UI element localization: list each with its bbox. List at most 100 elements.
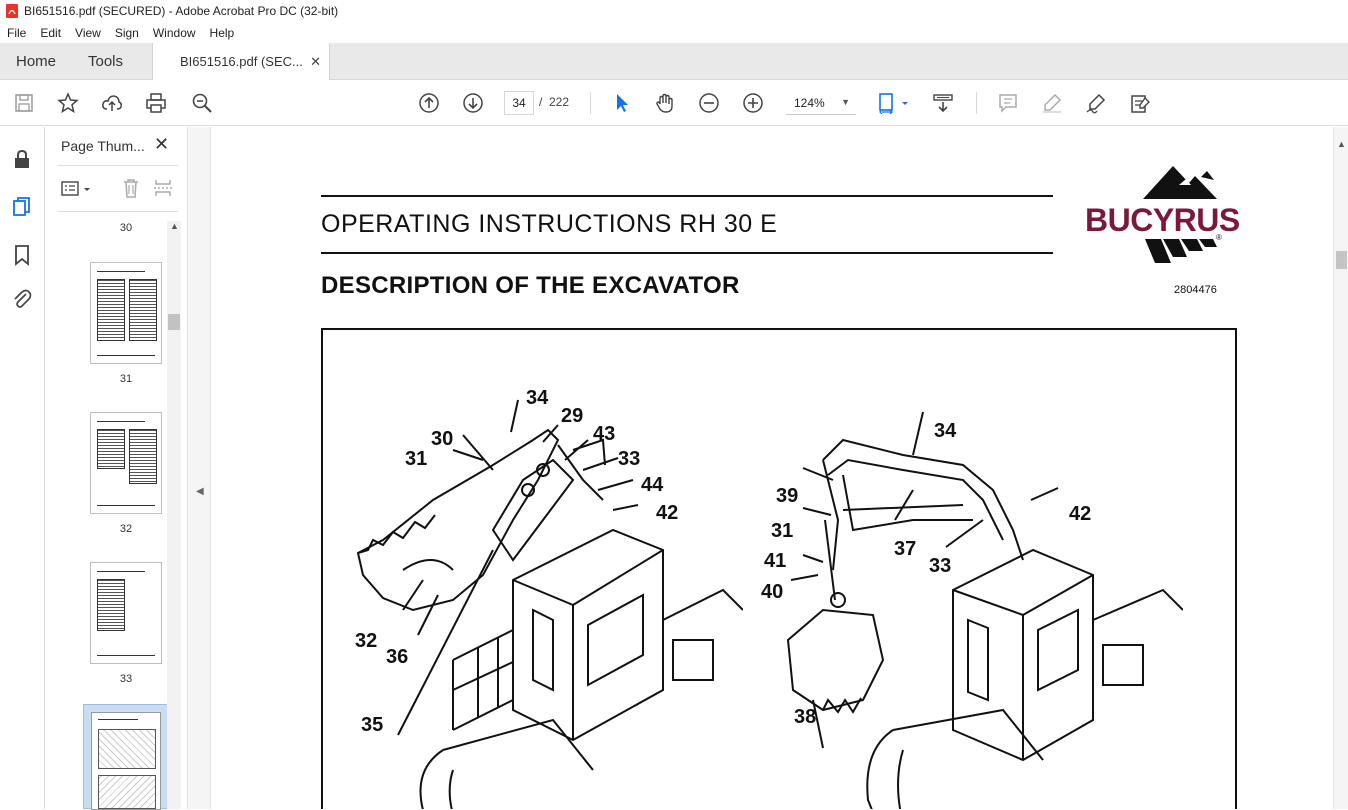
- callout-label: 34: [934, 420, 957, 442]
- page-total: 222: [549, 95, 570, 109]
- title-bar: BI651516.pdf (SECURED) - Adobe Acrobat P…: [0, 0, 1348, 22]
- pdf-file-icon: [6, 4, 18, 18]
- document-code: 2804476: [1174, 284, 1217, 296]
- scrollbar-thumb[interactable]: [1336, 251, 1347, 269]
- print-icon[interactable]: [144, 91, 168, 115]
- tab-tools[interactable]: Tools: [88, 53, 124, 70]
- tab-document[interactable]: BI651516.pdf (SEC... ✕: [152, 43, 330, 80]
- scroll-up-icon[interactable]: ▲: [170, 221, 179, 231]
- bookmark-star-icon[interactable]: [56, 91, 80, 115]
- save-icon[interactable]: [12, 91, 36, 115]
- zoom-search-icon[interactable]: [190, 91, 214, 115]
- thumbnail-page-34-selected[interactable]: [83, 704, 169, 810]
- window-title: BI651516.pdf (SECURED) - Adobe Acrobat P…: [24, 4, 339, 18]
- scroll-up-icon[interactable]: ▲: [1337, 139, 1346, 149]
- next-page-icon[interactable]: [461, 91, 485, 115]
- thumbnail-page-33[interactable]: [90, 562, 162, 664]
- draw-sign-icon[interactable]: [1084, 91, 1108, 115]
- page-thumbnails-icon[interactable]: [10, 195, 34, 219]
- insert-pages-icon[interactable]: [152, 177, 174, 199]
- callout-label: 42: [1069, 503, 1092, 525]
- callout-label: 32: [355, 630, 378, 652]
- toolbar: 34 / 222 124% ▼: [0, 80, 1348, 126]
- thumbnails-scrollbar[interactable]: ▲: [167, 221, 181, 809]
- callout-label: 31: [771, 520, 794, 542]
- collapse-arrow-icon[interactable]: ◀: [196, 486, 204, 497]
- close-tab-icon[interactable]: ✕: [310, 54, 321, 69]
- tab-document-label: BI651516.pdf (SEC...: [180, 54, 303, 69]
- zoom-level-value: 124%: [794, 95, 825, 110]
- callout-label: 29: [561, 405, 584, 427]
- hand-tool-icon[interactable]: [653, 91, 677, 115]
- callout-label: 35: [361, 714, 384, 736]
- header-rule: [321, 195, 1053, 197]
- close-panel-icon[interactable]: ✕: [154, 134, 170, 154]
- delete-trash-icon[interactable]: [120, 177, 142, 199]
- fit-options-chevron-icon[interactable]: [898, 91, 912, 115]
- bucyrus-logo: BUCYRUS ®: [1083, 163, 1263, 275]
- callout-label: 44: [641, 474, 664, 496]
- scrollbar-thumb[interactable]: [168, 314, 180, 330]
- document-scrollbar[interactable]: ▲: [1333, 127, 1348, 809]
- callout-label: 38: [794, 706, 817, 728]
- callout-label: 36: [386, 646, 409, 668]
- callout-label: 43: [593, 423, 616, 445]
- select-cursor-icon[interactable]: [609, 91, 633, 115]
- zoom-out-icon[interactable]: [697, 91, 721, 115]
- scrolling-mode-icon[interactable]: [931, 91, 955, 115]
- previous-page-icon[interactable]: [417, 91, 441, 115]
- thumbnail-page-number: 32: [119, 523, 133, 535]
- zoom-level-select[interactable]: 124% ▼: [786, 91, 856, 115]
- panel-collapse-bar[interactable]: ◀: [187, 127, 211, 809]
- tab-row: Home Tools BI651516.pdf (SEC... ✕: [0, 43, 1348, 80]
- page-number-input[interactable]: 34: [504, 91, 534, 115]
- chevron-down-icon: ▼: [841, 97, 850, 107]
- callout-label: 40: [761, 581, 784, 603]
- thumbnail-page-31[interactable]: [90, 262, 162, 364]
- thumbnail-options-icon[interactable]: [60, 179, 96, 199]
- fit-page-icon[interactable]: [876, 91, 900, 115]
- toolbar-divider: [976, 92, 977, 114]
- callout-label: 31: [405, 448, 428, 470]
- menu-file[interactable]: File: [7, 25, 27, 40]
- menu-edit[interactable]: Edit: [40, 25, 62, 40]
- document-view[interactable]: OPERATING INSTRUCTIONS RH 30 E DESCRIPTI…: [211, 127, 1333, 809]
- zoom-in-icon[interactable]: [741, 91, 765, 115]
- header-rule: [321, 252, 1053, 254]
- thumbnail-page-number: 31: [119, 373, 133, 385]
- thumbnail-page-number: 30: [119, 222, 133, 234]
- callout-label: 34: [526, 387, 549, 409]
- highlight-pen-icon[interactable]: [1040, 91, 1064, 115]
- bookmarks-icon[interactable]: [10, 243, 34, 267]
- thumbnail-page-number: 33: [119, 673, 133, 685]
- document-title: OPERATING INSTRUCTIONS RH 30 E: [321, 210, 778, 238]
- excavator-figure: 34 29 30 43 31 33 44 42 32 36 35 34 39 4…: [321, 328, 1237, 809]
- tab-home[interactable]: Home: [16, 53, 57, 70]
- thumbnail-page-34-image: [91, 712, 161, 810]
- comment-icon[interactable]: [996, 91, 1020, 115]
- page-thumbnails-panel: Page Thum... ✕ 30 31 32 33: [46, 127, 187, 810]
- callout-label: 33: [929, 555, 952, 577]
- callout-label: 42: [656, 502, 679, 524]
- page-separator: /: [539, 95, 543, 109]
- attachments-paperclip-icon[interactable]: [10, 287, 34, 311]
- excavator-shovel-illustration: [356, 399, 743, 809]
- thumbnail-page-32[interactable]: [90, 412, 162, 514]
- navigation-rail: [0, 127, 45, 809]
- menu-window[interactable]: Window: [152, 25, 196, 40]
- edit-pdf-icon[interactable]: [1128, 91, 1152, 115]
- callout-label: 37: [894, 538, 917, 560]
- lock-icon[interactable]: [10, 147, 34, 171]
- menu-view[interactable]: View: [75, 25, 101, 40]
- menu-help[interactable]: Help: [209, 25, 235, 40]
- cloud-upload-icon[interactable]: [100, 91, 124, 115]
- excavator-backhoe-illustration: [786, 411, 1183, 809]
- panel-divider: [58, 165, 178, 166]
- bucyrus-logo-text: BUCYRUS: [1085, 202, 1240, 238]
- menu-sign[interactable]: Sign: [114, 25, 139, 40]
- document-section-heading: DESCRIPTION OF THE EXCAVATOR: [321, 272, 740, 299]
- panel-divider: [58, 211, 178, 212]
- bucyrus-logo-mark: [1143, 166, 1217, 263]
- callout-label: 30: [431, 428, 454, 450]
- registered-mark: ®: [1216, 233, 1222, 242]
